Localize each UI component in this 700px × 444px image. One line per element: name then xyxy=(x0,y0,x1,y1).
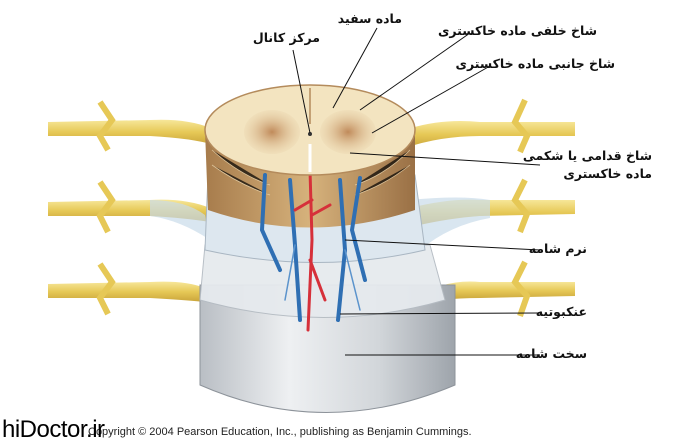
watermark: hiDoctor.ir xyxy=(2,416,105,443)
left-nerves xyxy=(48,100,215,316)
rootlets xyxy=(211,149,411,196)
label-anterior-horn-2: ماده خاکستری xyxy=(563,166,652,181)
gray-matter-left xyxy=(244,110,300,154)
label-dura-mater: سخت شامه xyxy=(515,346,587,361)
label-lateral-horn: شاخ جانبی ماده خاکستری xyxy=(455,56,615,71)
label-arachnoid: عنکبوتیه xyxy=(535,304,587,319)
white-matter xyxy=(204,84,416,176)
right-nerves xyxy=(405,98,575,317)
spinal-nerves xyxy=(48,98,575,317)
label-posterior-horn: شاخ خلفی ماده خاکستری xyxy=(437,23,597,38)
arachnoid-layer xyxy=(199,244,446,318)
label-white-matter: ماده سفید xyxy=(337,11,402,26)
label-anterior-horn-1: شاخ قدامی یا شکمی xyxy=(522,148,652,163)
label-pia-mater: نرم شامه xyxy=(528,241,587,256)
dura-mater xyxy=(199,284,456,413)
copyright-text: Copyright © 2004 Pearson Education, Inc.… xyxy=(88,426,472,438)
gray-matter-right xyxy=(320,110,376,154)
leader-lines xyxy=(292,27,541,356)
blood-vessels xyxy=(259,168,367,332)
central-canal xyxy=(308,132,312,136)
label-central-canal: مرکز کانال xyxy=(252,30,320,45)
